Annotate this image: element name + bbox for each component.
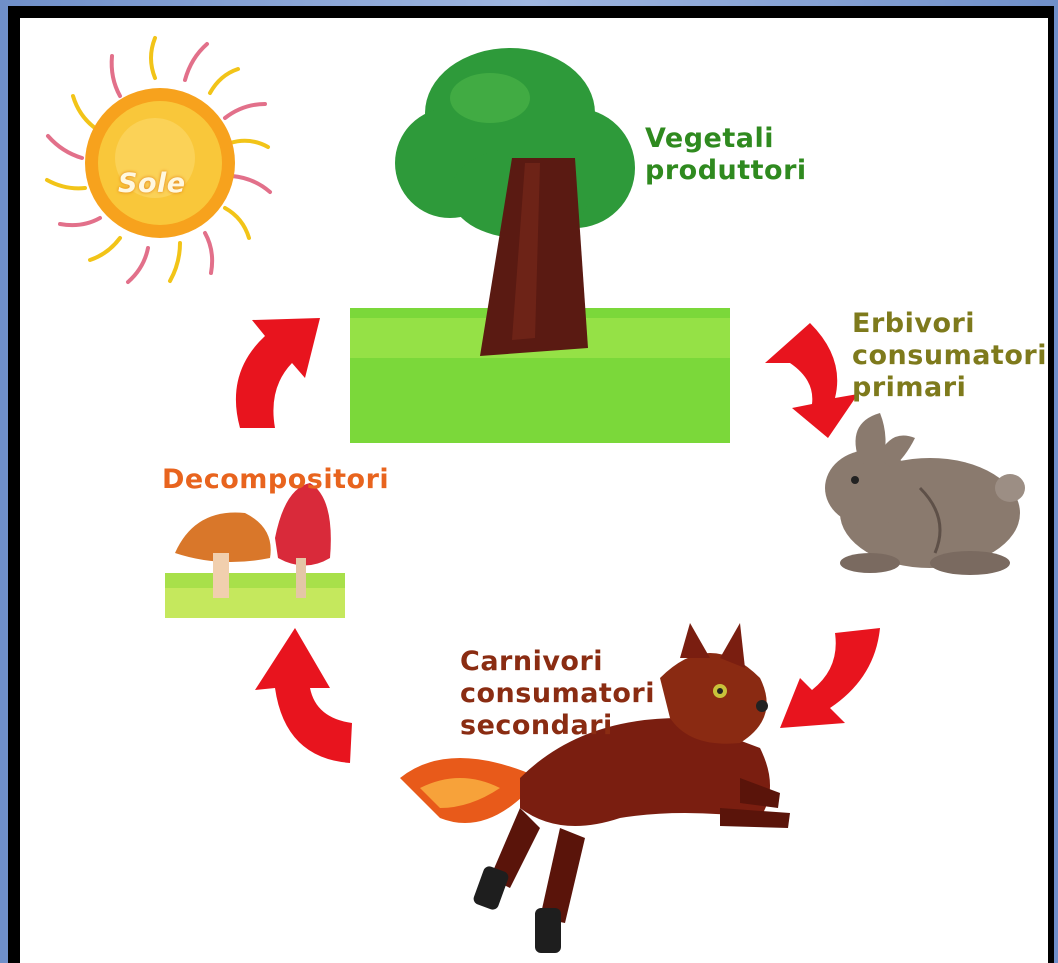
decomposers-label-line: Decompositori bbox=[162, 464, 389, 496]
sun-label: Sole bbox=[118, 168, 186, 200]
tree-icon bbox=[350, 48, 730, 443]
producers-label: Vegetali produttori bbox=[645, 123, 807, 187]
rabbit-icon bbox=[825, 413, 1025, 575]
food-cycle-diagram: Sole Vegetali produttori Erbivori consum… bbox=[20, 18, 1048, 963]
sun-icon bbox=[47, 38, 270, 282]
herbivores-label: Erbivori consumatori primari bbox=[852, 308, 1047, 404]
producers-label-line: produttori bbox=[645, 155, 807, 187]
herbivores-label-line: consumatori bbox=[852, 340, 1047, 372]
producers-label-line: Vegetali bbox=[645, 123, 807, 155]
herbivores-label-line: primari bbox=[852, 372, 1047, 404]
picture-frame: Sole Vegetali produttori Erbivori consum… bbox=[8, 6, 1054, 963]
carnivores-label: Carnivori consumatori secondari bbox=[460, 646, 655, 742]
herbivores-label-line: Erbivori bbox=[852, 308, 1047, 340]
carnivores-label-line: secondari bbox=[460, 710, 655, 742]
carnivores-label-line: consumatori bbox=[460, 678, 655, 710]
carnivores-label-line: Carnivori bbox=[460, 646, 655, 678]
mushroom-icon bbox=[165, 483, 345, 618]
decomposers-label: Decompositori bbox=[162, 464, 389, 496]
